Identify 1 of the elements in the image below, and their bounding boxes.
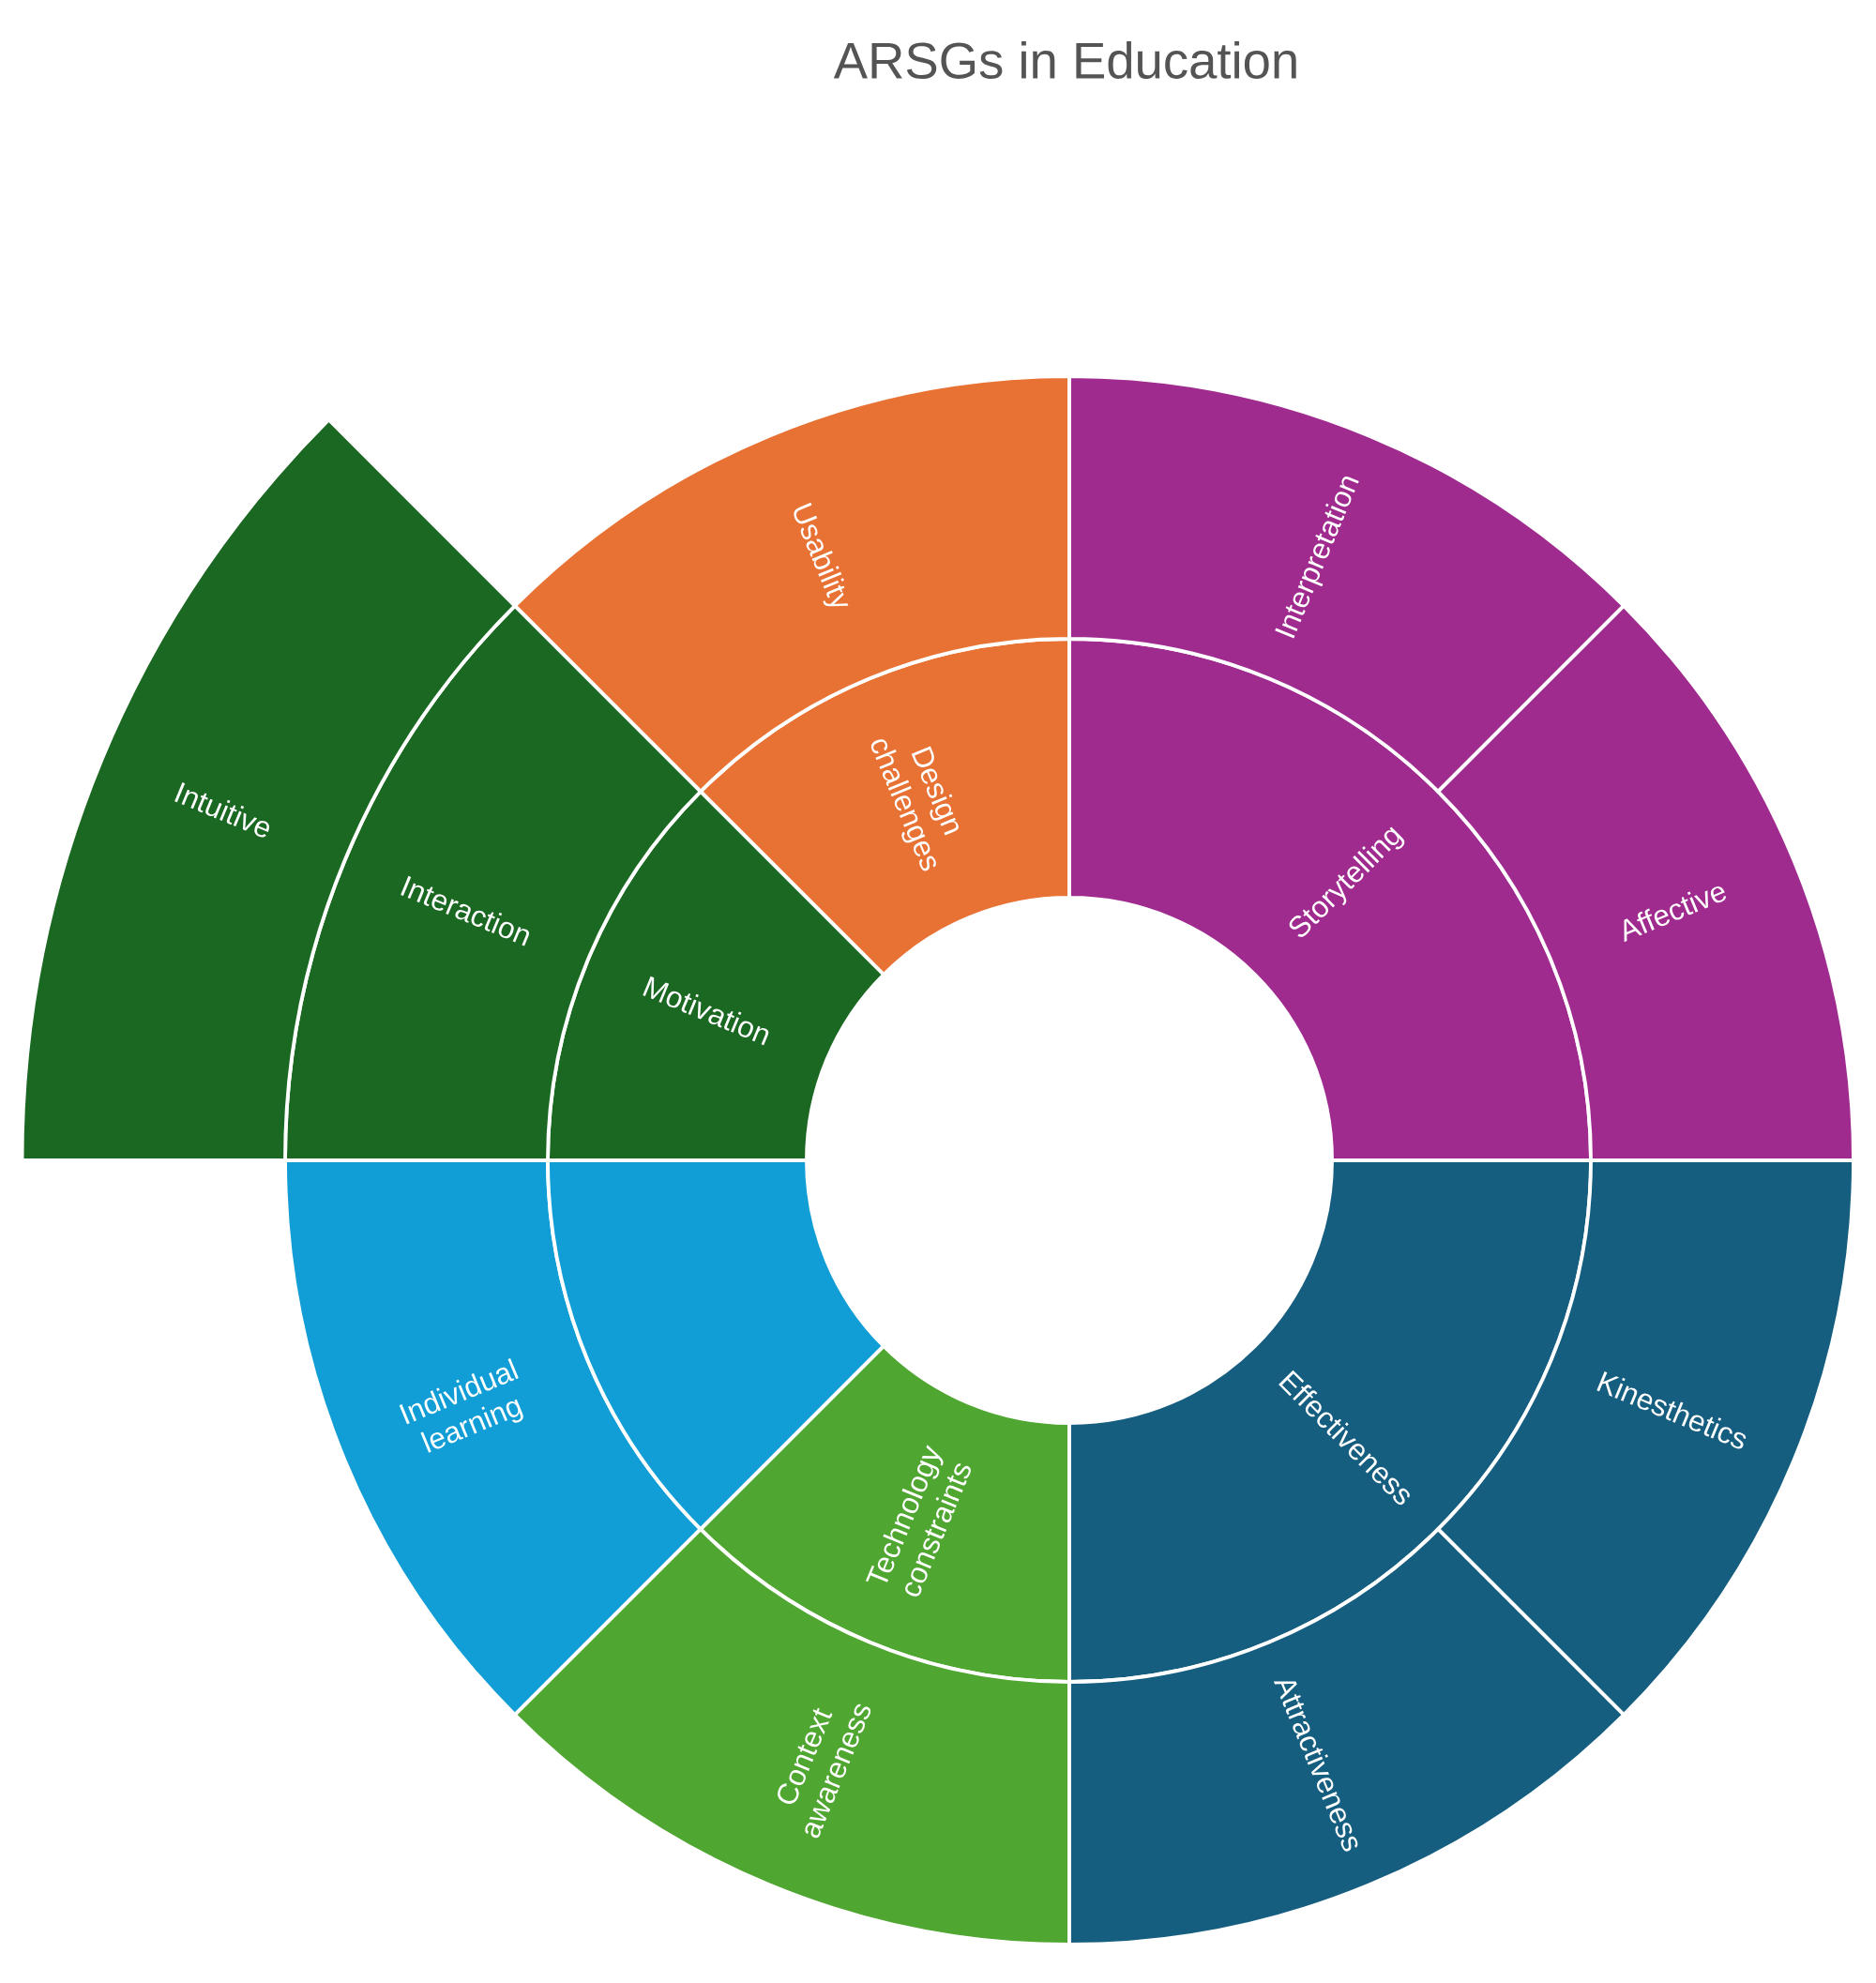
title: ARSGs in Education — [833, 40, 1296, 79]
